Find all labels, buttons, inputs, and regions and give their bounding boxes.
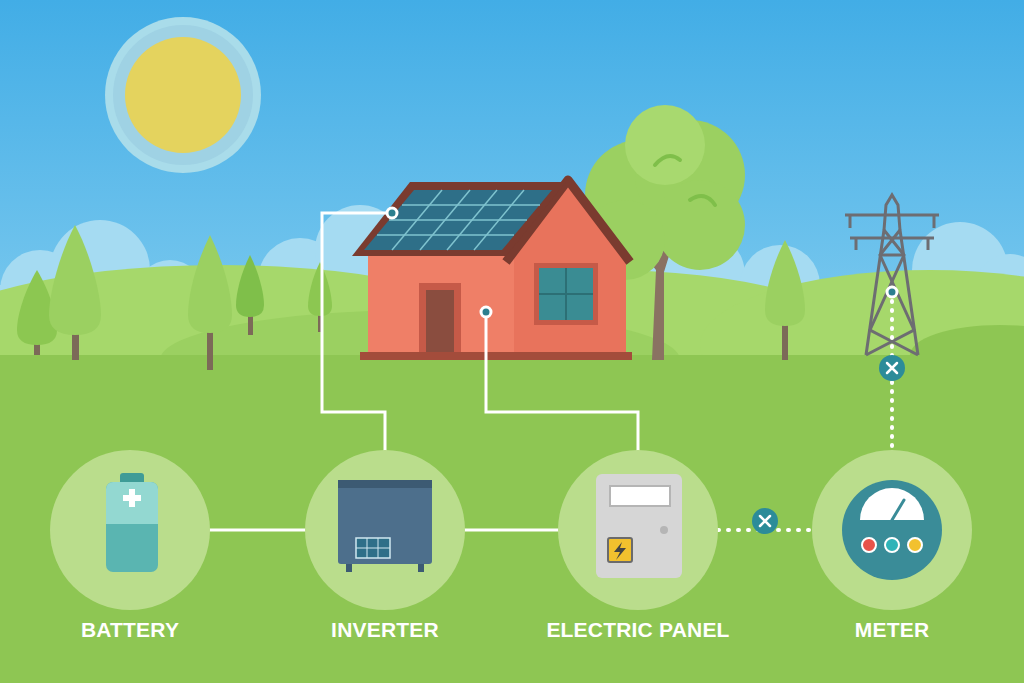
disconnect-marker (752, 355, 905, 534)
circle-background (50, 450, 210, 610)
component-circle (305, 450, 465, 610)
component-circle (812, 450, 972, 610)
circle-background (558, 450, 718, 610)
connector-wire (718, 528, 812, 532)
component-node: METER (812, 450, 972, 643)
component-label: BATTERY (50, 617, 210, 643)
circle-background (305, 450, 465, 610)
house-wires (322, 213, 892, 452)
component-circle (558, 450, 718, 610)
component-circle (50, 450, 210, 610)
house (352, 180, 632, 360)
component-label: ELECTRIC PANEL (542, 617, 734, 643)
component-node: INVERTER (305, 450, 465, 643)
inverter-icon (338, 480, 432, 572)
connector-wire (210, 529, 305, 532)
wire-dots (387, 208, 897, 317)
component-label: METER (812, 617, 972, 643)
connector-wire (465, 529, 558, 532)
battery-icon (106, 473, 158, 572)
sun (105, 17, 261, 173)
electric-panel-icon (596, 474, 682, 578)
component-node: BATTERY (50, 450, 210, 643)
circle-background (812, 450, 972, 610)
meter-icon (842, 480, 942, 580)
component-label: INVERTER (305, 617, 465, 643)
component-node: ELECTRIC PANEL (542, 450, 734, 643)
ground (0, 355, 1024, 683)
